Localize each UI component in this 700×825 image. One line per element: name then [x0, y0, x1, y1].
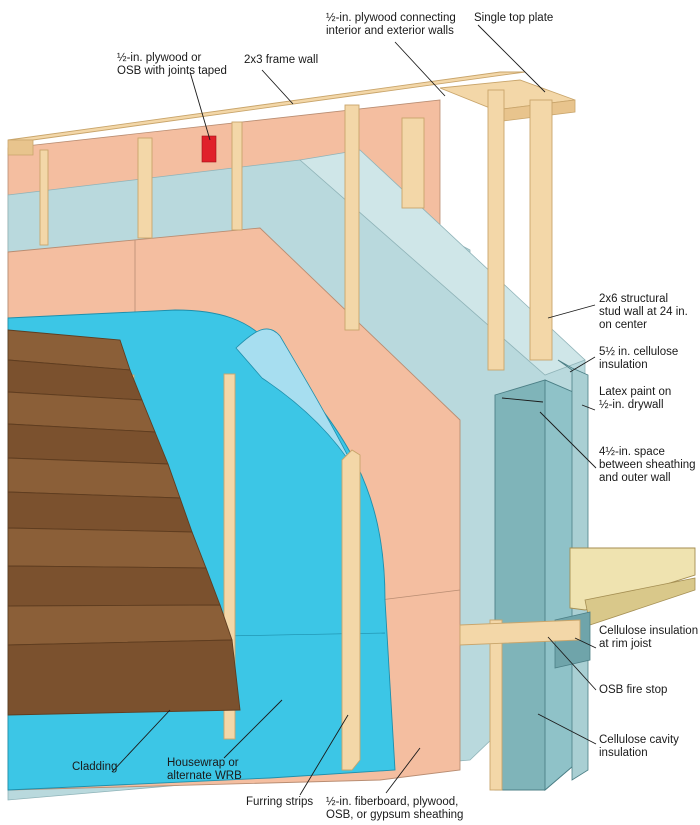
top-plate-front	[7, 139, 34, 156]
label-line: OSB, or gypsum sheathing	[326, 809, 463, 821]
structural-stud	[529, 99, 553, 361]
frame-stud	[487, 89, 505, 371]
housewrap-curl	[235, 328, 356, 471]
structural-stud-lower	[489, 619, 503, 791]
label-line: ½-in. drywall	[599, 399, 664, 411]
sheathing-seam-horizontal	[379, 589, 461, 601]
label-line: ½-in. plywood connecting	[326, 12, 456, 24]
label-line: OSB with joints taped	[117, 65, 227, 77]
cladding-board	[7, 604, 233, 646]
label-line: 5½ in. cellulose	[599, 346, 678, 358]
cladding-board	[7, 457, 181, 499]
label-line: 4½-in. space	[599, 446, 665, 458]
frame-stud	[137, 137, 153, 239]
insulation-side-face	[299, 149, 586, 376]
label-line: interior and exterior walls	[326, 25, 454, 37]
label-line: ½-in. fiberboard, plywood,	[326, 796, 458, 808]
frame-stud	[231, 121, 243, 231]
frame-stud	[39, 149, 49, 246]
label-line: Cladding	[72, 761, 117, 773]
label-line: on center	[599, 319, 647, 331]
frame-stud	[344, 104, 360, 331]
label-osb-fire-stop: OSB fire stop	[599, 684, 667, 696]
label-line: insulation	[599, 359, 648, 371]
cladding-boards	[7, 329, 241, 716]
cladding-board	[7, 527, 207, 569]
cladding-board	[7, 565, 221, 607]
label-line: between sheathing	[599, 459, 696, 471]
cladding-board	[7, 491, 193, 533]
label-top-plate: Single top plate	[474, 12, 553, 24]
label-line: Furring strips	[246, 796, 313, 808]
furring-strip	[341, 449, 361, 771]
label-line: Housewrap or	[167, 757, 239, 769]
cladding-board	[7, 639, 241, 716]
label-line: and outer wall	[599, 472, 671, 484]
label-cladding: Cladding	[72, 761, 117, 773]
label-line: Cellulose cavity	[599, 734, 679, 746]
leader-lines	[111, 24, 597, 796]
label-line: alternate WRB	[167, 770, 242, 782]
label-line: Cellulose insulation	[599, 625, 698, 637]
label-furring: Furring strips	[246, 796, 313, 808]
joint-tape	[201, 135, 217, 163]
label-line: ½-in. plywood or	[117, 52, 202, 64]
label-line: 2x6 structural	[599, 293, 668, 305]
label-line: OSB fire stop	[599, 684, 667, 696]
label-frame-wall: 2x3 frame wall	[244, 54, 318, 66]
furring-strip	[223, 373, 236, 740]
label-line: stud wall at 24 in.	[599, 306, 688, 318]
frame-studs	[39, 89, 553, 791]
label-line: Single top plate	[474, 12, 553, 24]
label-line: 2x3 frame wall	[244, 54, 318, 66]
label-line: insulation	[599, 747, 648, 759]
label-line: at rim joist	[599, 638, 652, 650]
space-dimension-arrow	[501, 397, 544, 403]
frame-stud	[401, 117, 425, 209]
label-sheathing: ½-in. fiberboard, plywood,OSB, or gypsum…	[326, 796, 463, 821]
label-line: Latex paint on	[599, 386, 671, 398]
